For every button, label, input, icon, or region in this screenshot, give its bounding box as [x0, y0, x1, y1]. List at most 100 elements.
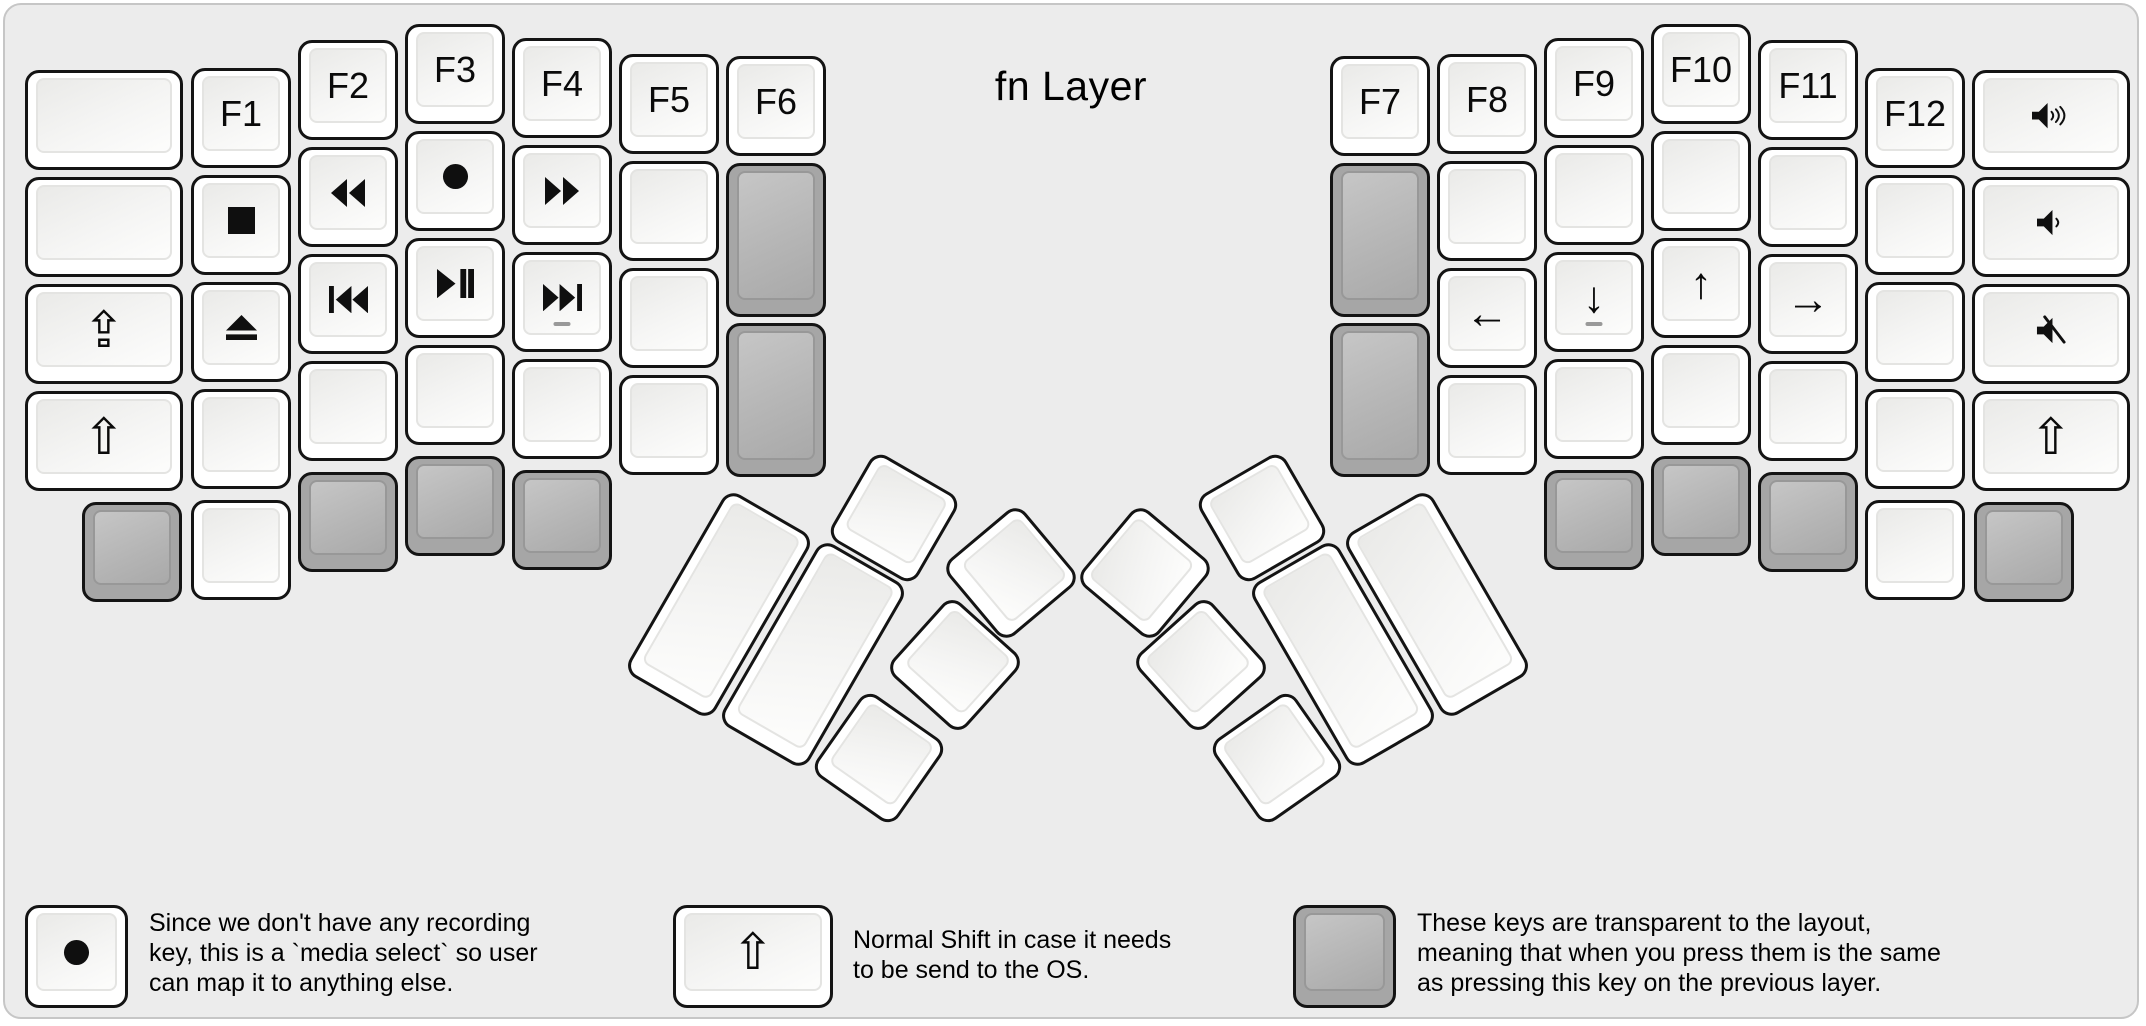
key-blank[interactable]: [1651, 131, 1751, 231]
key-transparent[interactable]: [1544, 470, 1644, 570]
key-blank[interactable]: [1437, 161, 1537, 261]
key-label: F5: [647, 78, 690, 120]
key-record[interactable]: [405, 131, 505, 231]
key-shift-left[interactable]: ⇧: [25, 391, 183, 491]
key-label: ⇧: [83, 408, 125, 465]
key-f10[interactable]: F10: [1651, 24, 1751, 124]
key-arrow-down[interactable]: ↓: [1544, 252, 1644, 352]
key-label: F9: [1572, 62, 1615, 104]
key-blank[interactable]: [1544, 145, 1644, 245]
key-transparent[interactable]: [82, 502, 182, 602]
legend-line: meaning that when you press them is the …: [1417, 939, 1941, 967]
key-blank[interactable]: [1437, 375, 1537, 475]
key-blank[interactable]: [405, 345, 505, 445]
key-blank[interactable]: [191, 500, 291, 600]
record-icon: [442, 163, 469, 190]
key-blank[interactable]: [1865, 175, 1965, 275]
key-blank[interactable]: [1651, 345, 1751, 445]
key-label: F2: [326, 64, 369, 106]
key-eject[interactable]: [191, 282, 291, 382]
keytop: [960, 516, 1069, 625]
key-label: F8: [1465, 78, 1508, 120]
key-blank[interactable]: [619, 375, 719, 475]
key-volume-down[interactable]: [1972, 177, 2130, 277]
key-transparent[interactable]: [1330, 163, 1430, 317]
key-label: ←: [1465, 288, 1509, 338]
key-arrow-left[interactable]: ←: [1437, 268, 1537, 368]
key-f7[interactable]: F7: [1330, 56, 1430, 156]
key-next-track[interactable]: [512, 252, 612, 352]
homing-bar: [553, 322, 571, 326]
keytop: ↓: [1555, 260, 1633, 335]
key-transparent[interactable]: [512, 470, 612, 570]
key-blank[interactable]: [1865, 389, 1965, 489]
key-f3[interactable]: F3: [405, 24, 505, 124]
key-blank[interactable]: [1758, 361, 1858, 461]
keytop: [1087, 516, 1196, 625]
key-transparent[interactable]: [1651, 456, 1751, 556]
key-blank[interactable]: [512, 359, 612, 459]
keytop: [828, 701, 936, 808]
keytop: F8: [1448, 62, 1526, 137]
legend-line: can map it to anything else.: [149, 969, 454, 997]
key-mute[interactable]: [1972, 284, 2130, 384]
key-blank[interactable]: [191, 389, 291, 489]
key-caps-lock[interactable]: ⇪: [25, 284, 183, 384]
previous-track-icon: [328, 285, 368, 314]
keytop: [1555, 367, 1633, 442]
key-blank[interactable]: [1758, 147, 1858, 247]
key-transparent[interactable]: [298, 472, 398, 572]
keytop: [1876, 508, 1954, 583]
key-arrow-right[interactable]: →: [1758, 254, 1858, 354]
key-blank[interactable]: [1544, 359, 1644, 459]
key-transparent[interactable]: [1974, 502, 2074, 602]
key-arrow-up[interactable]: ↑: [1651, 238, 1751, 338]
key-label: F10: [1669, 48, 1733, 90]
keytop: [1769, 369, 1847, 444]
keytop: [416, 139, 494, 214]
key-f1[interactable]: F1: [191, 68, 291, 168]
key-f5[interactable]: F5: [619, 54, 719, 154]
keytop: [309, 155, 387, 230]
key-play-pause[interactable]: [405, 238, 505, 338]
key-transparent[interactable]: [1330, 323, 1430, 477]
eject-icon: [225, 314, 257, 341]
key-f2[interactable]: F2: [298, 40, 398, 140]
key-transparent[interactable]: [726, 323, 826, 477]
key-transparent[interactable]: [405, 456, 505, 556]
key-previous-track[interactable]: [298, 254, 398, 354]
keytop: ⇪: [36, 292, 172, 367]
key-f12[interactable]: F12: [1865, 68, 1965, 168]
keytop: ⇧: [36, 399, 172, 474]
legend-key-transparent-keys: [1293, 905, 1396, 1008]
keytop: [737, 331, 815, 460]
key-transparent[interactable]: [726, 163, 826, 317]
keytop: [1341, 331, 1419, 460]
keytop: ⇧: [1983, 399, 2119, 474]
key-shift-right[interactable]: ⇧: [1972, 391, 2130, 491]
key-blank[interactable]: [1865, 500, 1965, 600]
key-blank[interactable]: [25, 70, 183, 170]
key-blank[interactable]: [25, 177, 183, 277]
legend-line: Since we don't have any recording: [149, 909, 531, 937]
key-f9[interactable]: F9: [1544, 38, 1644, 138]
key-f11[interactable]: F11: [1758, 40, 1858, 140]
key-blank[interactable]: [619, 268, 719, 368]
key-transparent[interactable]: [1758, 472, 1858, 572]
key-blank[interactable]: [298, 361, 398, 461]
homing-bar: [1585, 322, 1603, 326]
key-volume-up[interactable]: [1972, 70, 2130, 170]
keytop: F6: [737, 64, 815, 139]
key-f6[interactable]: F6: [726, 56, 826, 156]
keytop: [1985, 510, 2063, 585]
keytop: F12: [1876, 76, 1954, 151]
key-label: ⇪: [83, 301, 125, 358]
key-blank[interactable]: [1865, 282, 1965, 382]
key-blank[interactable]: [619, 161, 719, 261]
key-f4[interactable]: F4: [512, 38, 612, 138]
keytop: F7: [1341, 64, 1419, 139]
key-fast-forward[interactable]: [512, 145, 612, 245]
key-rewind[interactable]: [298, 147, 398, 247]
key-f8[interactable]: F8: [1437, 54, 1537, 154]
key-stop[interactable]: [191, 175, 291, 275]
